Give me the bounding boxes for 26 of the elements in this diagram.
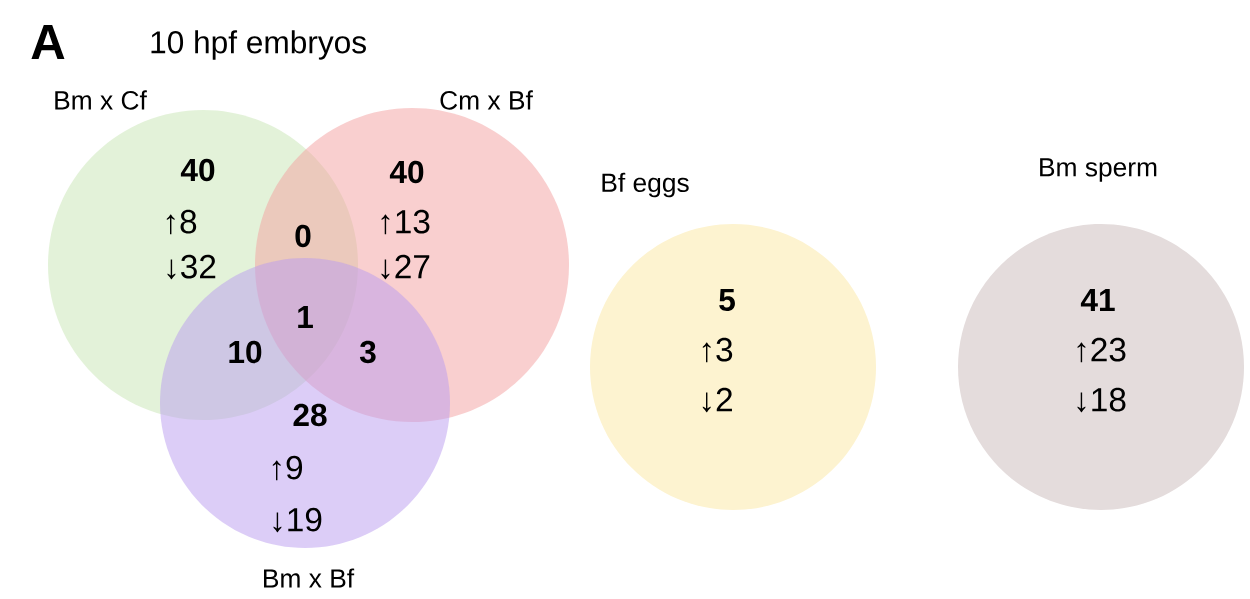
count-total: 41 bbox=[1080, 289, 1115, 311]
count-total: 28 bbox=[293, 403, 327, 427]
count-up: ↑13 bbox=[381, 209, 430, 235]
count-total: 40 bbox=[389, 160, 424, 184]
overlap-count: 10 bbox=[229, 340, 262, 364]
count-up: ↑3 bbox=[702, 337, 733, 363]
set-name: Bf eggs bbox=[602, 172, 689, 198]
count-down: ↓32 bbox=[167, 254, 216, 280]
count-down: ↓2 bbox=[702, 387, 732, 413]
set-name: Bm x Cf bbox=[55, 90, 147, 110]
count-total: 40 bbox=[180, 158, 215, 182]
overlap-count: 0 bbox=[295, 224, 311, 248]
overlap-count: 3 bbox=[359, 340, 376, 364]
set-name: Bm x Bf bbox=[264, 568, 355, 588]
overlap-count: 1 bbox=[298, 306, 313, 328]
set-name: Cm x Bf bbox=[440, 90, 533, 110]
set-name: Bm sperm bbox=[1040, 158, 1157, 182]
title: 10 hpf embryos bbox=[151, 30, 366, 60]
count-down: ↓27 bbox=[381, 254, 430, 280]
panel-letter: A bbox=[31, 25, 65, 59]
count-up: ↑23 bbox=[1077, 337, 1126, 363]
count-total: 5 bbox=[719, 288, 735, 312]
count-up: ↑8 bbox=[166, 209, 197, 235]
count-down: ↓18 bbox=[1077, 387, 1126, 413]
count-up: ↑9 bbox=[272, 455, 303, 481]
count-down: ↓19 bbox=[273, 507, 322, 533]
